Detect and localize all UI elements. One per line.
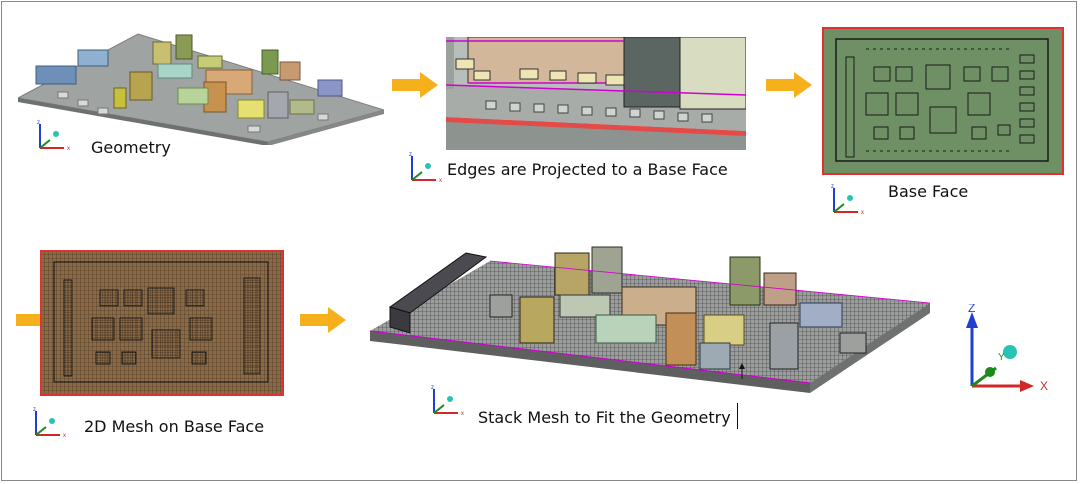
axis-label-x: x: [461, 411, 464, 417]
projected-edges-image: [446, 37, 746, 150]
axis-triad-projected: z x: [406, 150, 446, 186]
axis-label-z: z: [431, 385, 434, 391]
axis-label-z: z: [409, 152, 412, 158]
axis-label-Z: Z: [968, 304, 975, 315]
axis-label-z: z: [831, 184, 834, 190]
axis-triad-large: Z Y X: [958, 304, 1058, 400]
text-cursor: [737, 403, 738, 429]
arrow-right-icon: [766, 72, 812, 98]
mesh-2d-panel: [40, 250, 284, 396]
projected-edges-panel: [446, 37, 746, 150]
axis-label-x: x: [861, 210, 864, 216]
mesh-2d-image: [40, 250, 284, 396]
geometry-board-image: [18, 33, 384, 145]
geometry-panel: [18, 30, 384, 145]
arrow-right-icon: [392, 72, 438, 98]
axis-triad-mesh-2d: z x: [30, 405, 70, 441]
caption-projected-edges: Edges are Projected to a Base Face: [447, 160, 728, 179]
caption-geometry: Geometry: [91, 138, 171, 157]
caption-base-face: Base Face: [888, 182, 969, 201]
axis-triad-base-face: z x: [828, 182, 868, 218]
stack-mesh-image: [370, 246, 930, 393]
axis-label-Y: Y: [998, 352, 1005, 363]
base-face-panel: [822, 27, 1064, 175]
axis-triad-geometry: z x: [34, 118, 74, 154]
caption-mesh-2d: 2D Mesh on Base Face: [84, 417, 265, 436]
axis-label-z: z: [37, 120, 40, 126]
axis-label-x: x: [439, 178, 442, 184]
caption-stack-mesh: Stack Mesh to Fit the Geometry: [478, 408, 731, 427]
axis-label-x: x: [67, 146, 70, 152]
base-face-image: [822, 27, 1064, 175]
axis-triad-stack-mesh: z x: [428, 383, 468, 419]
axis-label-x: x: [63, 433, 66, 439]
arrow-right-icon: [300, 307, 346, 333]
axis-label-X: X: [1040, 379, 1048, 393]
stack-mesh-panel: [370, 243, 930, 403]
axis-label-z: z: [33, 407, 36, 413]
